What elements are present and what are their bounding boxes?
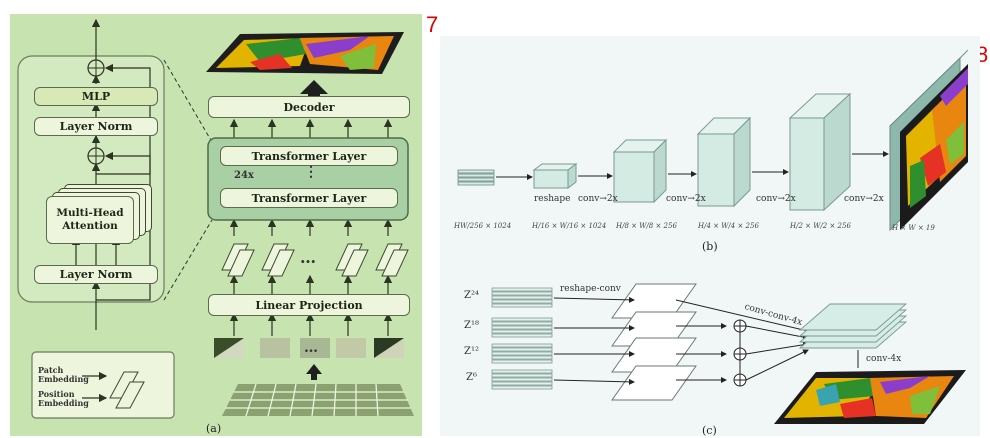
- legend-box: [31, 351, 175, 419]
- dim-label-4: H/2 × W/2 × 256: [790, 222, 851, 230]
- vertical-ellipsis: ⋮: [304, 164, 318, 180]
- op-label-conv-4x: conv-4x: [866, 354, 902, 364]
- op-label-b-5: conv→2x: [844, 194, 884, 204]
- layer-norm-bottom-box: Layer Norm: [34, 265, 158, 284]
- page-marker-left: 7: [426, 12, 439, 37]
- z-label-6: Z⁶: [466, 372, 477, 383]
- dim-label-2: H/8 × W/8 × 256: [616, 222, 677, 230]
- input-image-grid: [222, 383, 414, 417]
- op-label-b-1: reshape: [534, 194, 571, 204]
- caption-a: (a): [206, 422, 222, 435]
- dim-label-1: H/16 × W/16 × 1024: [532, 222, 607, 230]
- transformer-layer-bottom-box: Transformer Layer: [220, 188, 398, 208]
- panel-a: MLP Layer Norm Multi-Head Attention Laye…: [10, 14, 422, 436]
- legend-position-label: Position Embedding: [38, 389, 89, 408]
- attention-stack: Multi-Head Attention: [46, 184, 162, 244]
- legend-patch-label: Patch Embedding: [38, 365, 89, 384]
- op-label-reshape-conv: reshape-conv: [560, 284, 621, 294]
- image-patches: [214, 338, 404, 358]
- panel-bc-geometry: [457, 49, 969, 424]
- transformer-layer-top-box: Transformer Layer: [220, 146, 398, 166]
- panel-bc: reshape conv→2x conv→2x conv→2x conv→2x …: [440, 36, 980, 437]
- op-label-b-4: conv→2x: [756, 194, 796, 204]
- linear-projection-box: Linear Projection: [208, 294, 410, 316]
- op-label-b-3: conv→2x: [666, 194, 706, 204]
- repeat-label: 24x: [234, 170, 254, 181]
- horizontal-ellipsis-tokens: …: [300, 248, 316, 267]
- dim-label-5: H × W × 19: [892, 224, 935, 232]
- layer-norm-top-box: Layer Norm: [34, 117, 158, 136]
- caption-c: (c): [702, 424, 717, 437]
- z-label-24: Z²⁴: [464, 290, 479, 301]
- multi-head-attention-box: Multi-Head Attention: [46, 196, 134, 244]
- z-label-18: Z¹⁸: [464, 320, 479, 331]
- mlp-box: MLP: [34, 87, 158, 106]
- op-label-b-2: conv→2x: [578, 194, 618, 204]
- dim-label-0: HW/256 × 1024: [454, 222, 512, 230]
- caption-b: (b): [702, 240, 718, 253]
- horizontal-ellipsis-patches: …: [304, 340, 318, 356]
- decoder-box: Decoder: [208, 96, 410, 118]
- z-label-12: Z¹²: [464, 346, 479, 357]
- dim-label-3: H/4 × W/4 × 256: [698, 222, 759, 230]
